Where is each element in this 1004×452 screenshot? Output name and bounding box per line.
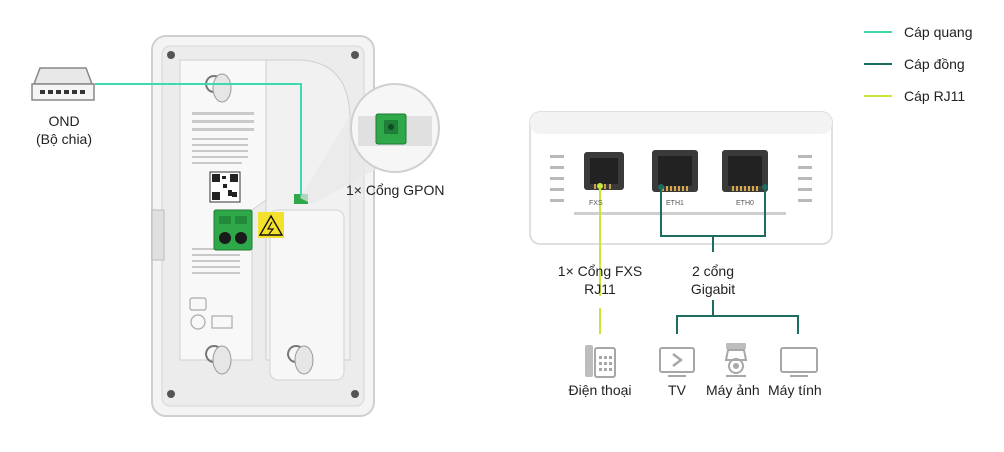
legend-swatch	[864, 31, 892, 33]
device-rear-view	[151, 35, 375, 417]
legend-label: Cáp đồng	[904, 56, 965, 72]
fxs-port-tag: FXS	[589, 200, 603, 207]
legend-item-fiber: Cáp quang	[864, 24, 973, 40]
ond-label: OND (Bộ chia)	[22, 112, 106, 148]
tv-label: TV	[668, 382, 686, 398]
gigabit-label-line2: Gigabit	[690, 281, 736, 297]
legend-item-copper: Cáp đồng	[864, 56, 965, 72]
camera-label: Máy ảnh	[706, 382, 760, 398]
ond-label-line2: (Bộ chia)	[35, 131, 93, 147]
gpon-zoom-callout	[300, 83, 440, 204]
gigabit-port-label: 2 cổng Gigabit	[668, 262, 758, 298]
phone-icon	[585, 345, 616, 378]
legend-swatch	[864, 63, 892, 65]
device-ports-view	[529, 111, 833, 245]
camera-icon	[724, 343, 748, 377]
tv-icon	[659, 347, 695, 377]
legend-item-rj11: Cáp RJ11	[864, 88, 965, 104]
fiber-cable-line	[95, 83, 302, 196]
copper-cable-lines	[660, 187, 799, 334]
eth1-port-tag: ETH1	[666, 200, 684, 207]
computer-label: Máy tính	[768, 382, 822, 398]
computer-icon	[780, 347, 818, 377]
fxs-label-line2: RJ11	[584, 281, 616, 297]
eth0-port-tag: ETH0	[736, 200, 754, 207]
legend-swatch	[864, 95, 892, 97]
ond-label-line1: OND	[48, 113, 80, 129]
fxs-label-line1: 1× Cổng FXS	[557, 263, 643, 279]
ond-splitter-icon	[31, 67, 95, 101]
fxs-port-label: 1× Cổng FXS RJ11	[550, 262, 650, 298]
legend-label: Cáp quang	[904, 24, 973, 40]
gpon-port-label: 1× Cổng GPON	[346, 182, 445, 198]
legend-label: Cáp RJ11	[904, 88, 966, 104]
gigabit-label-line1: 2 cổng	[691, 263, 735, 279]
phone-label: Điện thoại	[568, 382, 632, 398]
